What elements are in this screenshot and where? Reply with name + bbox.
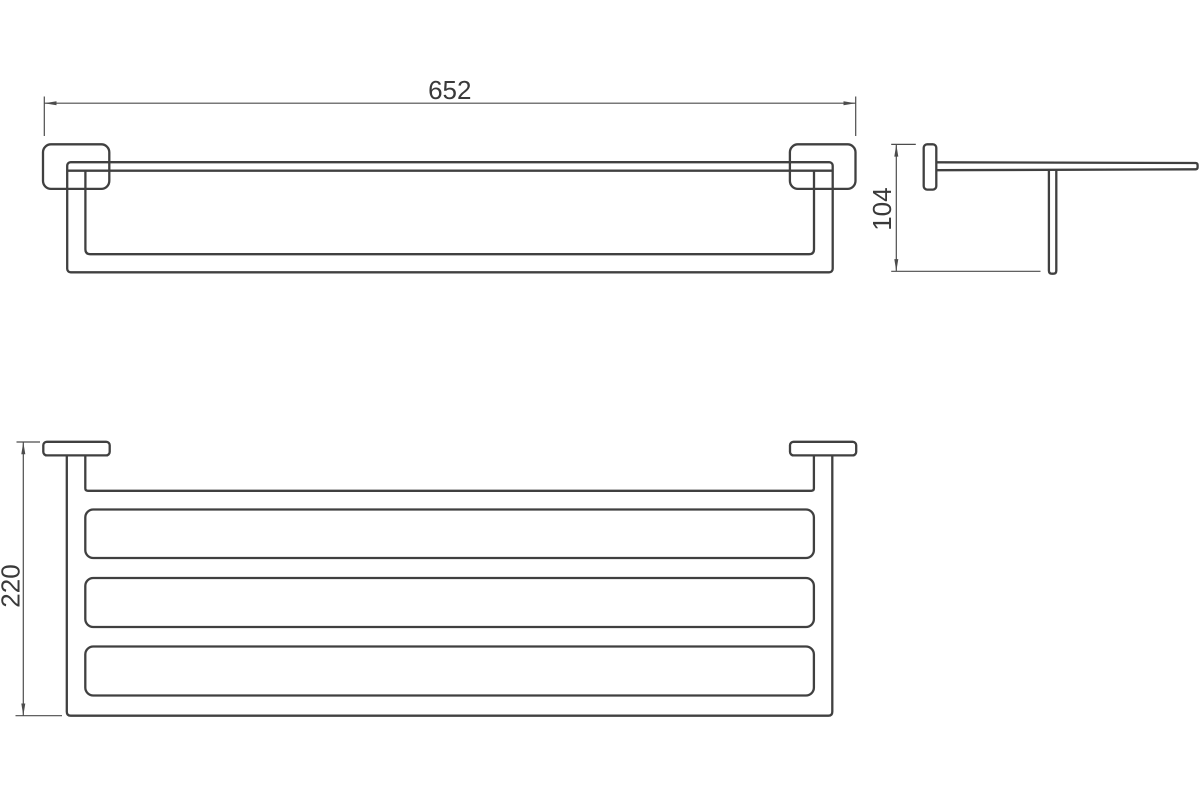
svg-text:104: 104 <box>867 187 897 230</box>
svg-text:652: 652 <box>428 75 471 105</box>
svg-text:220: 220 <box>0 564 26 607</box>
